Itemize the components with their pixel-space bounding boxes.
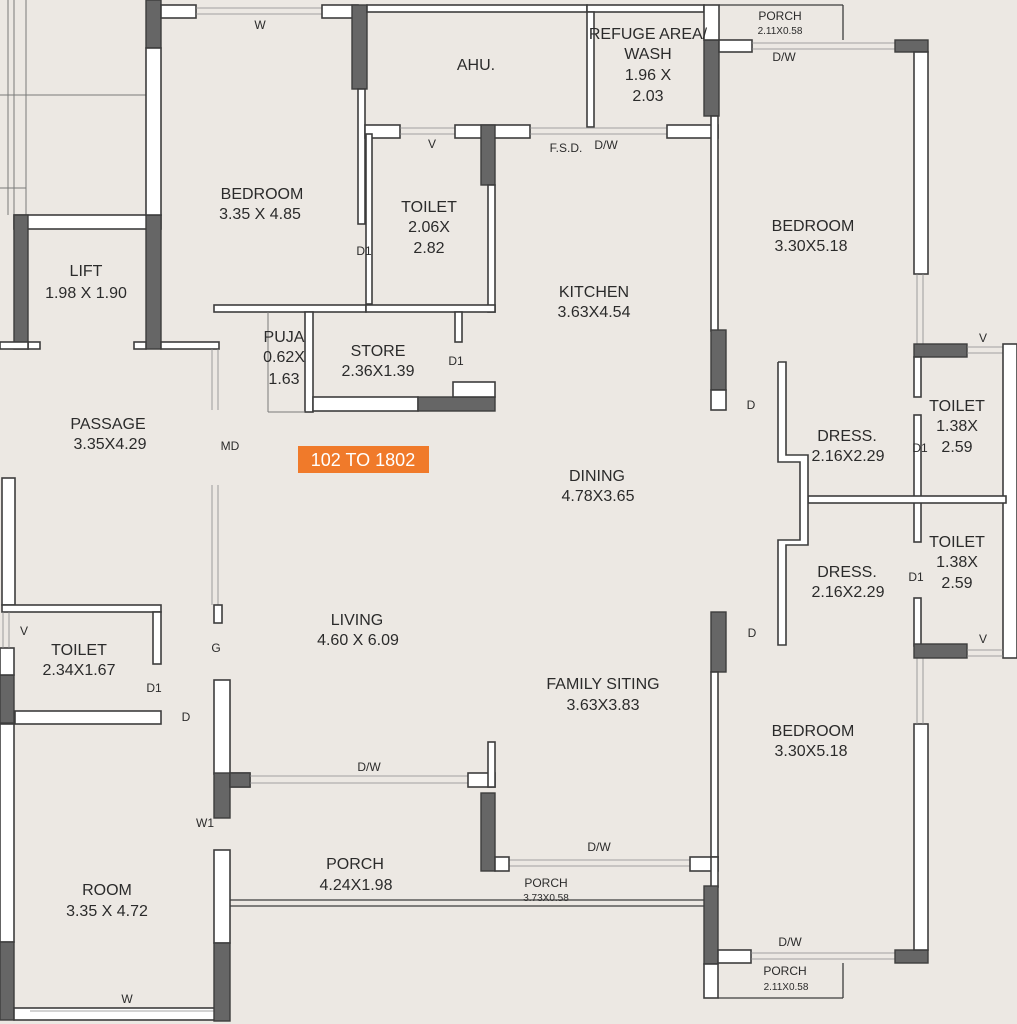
porch-s-name: PORCH bbox=[326, 856, 384, 873]
tower-range-badge: 102 TO 1802 bbox=[298, 446, 429, 473]
door-d1-mark: D1 bbox=[448, 354, 464, 368]
passage-name: PASSAGE bbox=[70, 416, 145, 433]
window-mark: W bbox=[121, 992, 133, 1006]
porch-ne-name: PORCH bbox=[758, 9, 801, 23]
main-door-mark: MD bbox=[221, 439, 240, 453]
window-mark: W bbox=[254, 18, 266, 32]
door-window-mark: D/W bbox=[587, 840, 611, 854]
refuge-name-1: REFUGE AREA/ bbox=[589, 26, 708, 43]
store-size: 2.36X1.39 bbox=[342, 363, 415, 380]
kitchen-name: KITCHEN bbox=[559, 284, 629, 301]
porch-se-size: 2.11X0.58 bbox=[764, 982, 809, 993]
dress-2-size: 2.16X2.29 bbox=[812, 584, 885, 601]
door-window-mark: D/W bbox=[772, 50, 796, 64]
fsd-mark: F.S.D. bbox=[550, 141, 583, 155]
family-size: 3.63X3.83 bbox=[567, 697, 640, 714]
bedroom-nw-name: BEDROOM bbox=[221, 186, 304, 203]
room-size: 3.35 X 4.72 bbox=[66, 903, 148, 920]
porch-se-name: PORCH bbox=[763, 964, 806, 978]
store-name: STORE bbox=[351, 343, 406, 360]
living-size: 4.60 X 6.09 bbox=[317, 632, 399, 649]
dining-size: 4.78X3.65 bbox=[562, 488, 635, 505]
door-mark: D bbox=[182, 710, 191, 724]
door-mark: D bbox=[747, 398, 756, 412]
family-name: FAMILY SITING bbox=[546, 676, 659, 693]
porch-sm-size: 3.73X0.58 bbox=[523, 893, 569, 904]
puja-size-2: 1.63 bbox=[268, 371, 299, 388]
tower-range-badge-text: 102 TO 1802 bbox=[311, 450, 415, 470]
toilet-e2-size-2: 2.59 bbox=[941, 575, 972, 592]
bedroom-ne-size: 3.30X5.18 bbox=[775, 238, 848, 255]
room-labels: BEDROOM 3.35 X 4.85 AHU. REFUGE AREA/ WA… bbox=[43, 9, 986, 993]
ahu-name: AHU. bbox=[457, 57, 495, 74]
dress-1-name: DRESS. bbox=[817, 428, 877, 445]
window-w1-mark: W1 bbox=[196, 816, 214, 830]
lift-name: LIFT bbox=[70, 263, 103, 280]
ventilator-mark: V bbox=[979, 632, 987, 646]
toilet-e2-name: TOILET bbox=[929, 534, 985, 551]
lift-size: 1.98 X 1.90 bbox=[45, 285, 127, 302]
refuge-name-2: WASH bbox=[624, 46, 671, 63]
kitchen-size: 3.63X4.54 bbox=[558, 304, 631, 321]
door-d1-mark: D1 bbox=[912, 441, 928, 455]
dining-name: DINING bbox=[569, 468, 625, 485]
toilet-n-size-1: 2.06X bbox=[408, 219, 450, 236]
toilet-w-name: TOILET bbox=[51, 642, 107, 659]
door-d1-mark: D1 bbox=[356, 244, 372, 258]
dress-2-name: DRESS. bbox=[817, 564, 877, 581]
toilet-e1-size-2: 2.59 bbox=[941, 439, 972, 456]
puja-name: PUJA bbox=[264, 329, 305, 346]
living-name: LIVING bbox=[331, 612, 383, 629]
door-d1-mark: D1 bbox=[908, 570, 924, 584]
door-window-mark: D/W bbox=[778, 935, 802, 949]
bedroom-ne-name: BEDROOM bbox=[772, 218, 855, 235]
door-mark: D bbox=[748, 626, 757, 640]
gate-mark: G bbox=[211, 641, 220, 655]
toilet-n-size-2: 2.82 bbox=[413, 240, 444, 257]
refuge-size-1: 1.96 X bbox=[625, 67, 672, 84]
ventilator-mark: V bbox=[979, 331, 987, 345]
bedroom-nw-size: 3.35 X 4.85 bbox=[219, 206, 301, 223]
toilet-w-size: 2.34X1.67 bbox=[43, 662, 116, 679]
toilet-e2-size-1: 1.38X bbox=[936, 554, 978, 571]
ventilator-mark: V bbox=[428, 137, 436, 151]
door-d1-mark: D1 bbox=[146, 681, 162, 695]
puja-size-1: 0.62X bbox=[263, 349, 305, 366]
ventilator-mark: V bbox=[20, 624, 28, 638]
porch-ne-size: 2.11X0.58 bbox=[758, 26, 803, 37]
passage-size: 3.35X4.29 bbox=[74, 436, 147, 453]
bedroom-se-name: BEDROOM bbox=[772, 723, 855, 740]
dress-1-size: 2.16X2.29 bbox=[812, 448, 885, 465]
door-window-mark: D/W bbox=[594, 138, 618, 152]
toilet-n-name: TOILET bbox=[401, 199, 457, 216]
room-name: ROOM bbox=[82, 882, 132, 899]
toilet-e1-size-1: 1.38X bbox=[936, 418, 978, 435]
door-window-mark: D/W bbox=[357, 760, 381, 774]
bedroom-se-size: 3.30X5.18 bbox=[775, 743, 848, 760]
porch-sm-name: PORCH bbox=[524, 876, 567, 890]
opening-marks: W V F.S.D. D/W D/W D1 D1 MD D V D1 D1 V … bbox=[20, 18, 987, 1006]
refuge-size-2: 2.03 bbox=[632, 88, 663, 105]
toilet-e1-name: TOILET bbox=[929, 398, 985, 415]
porch-s-size: 4.24X1.98 bbox=[320, 877, 393, 894]
